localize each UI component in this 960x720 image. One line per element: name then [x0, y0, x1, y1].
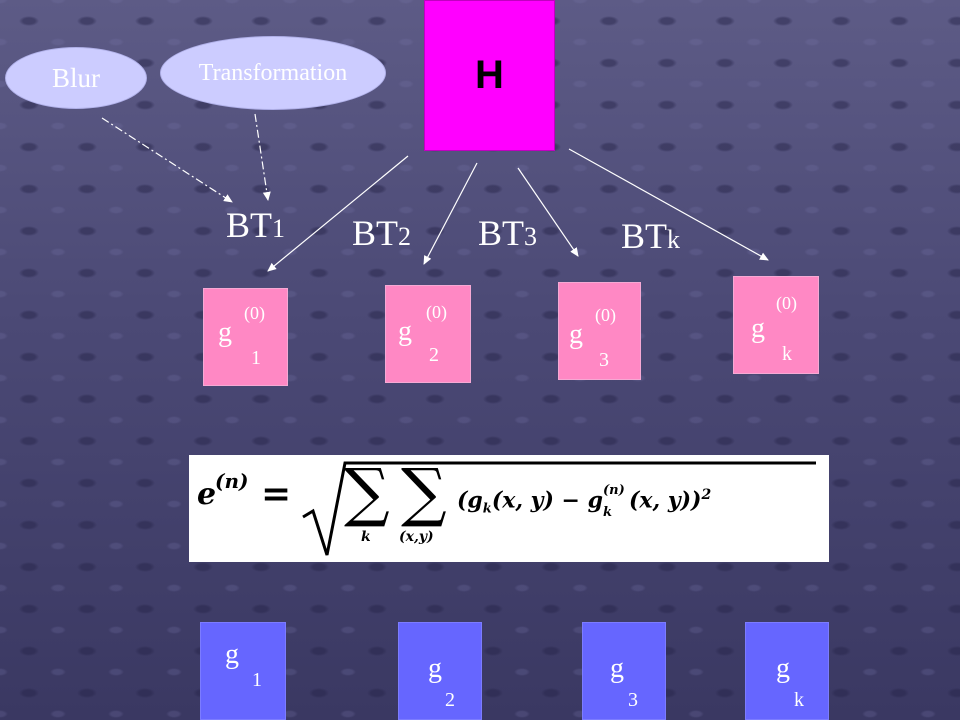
observed-box-2: g 2 [398, 622, 482, 720]
transformation-label: Transformation [198, 59, 348, 86]
formula-body: (gk(x, y) − g(n)k(x, y))2 [457, 483, 712, 521]
bt3-label: BT3 [478, 213, 538, 253]
dashed-arrow-blur [101, 117, 233, 203]
observed-box-k: g k [745, 622, 829, 720]
arrow-h-to-gk [568, 148, 769, 261]
initial-estimate-box-3: (0) g 3 [558, 282, 641, 380]
blur-ellipse: Blur [5, 47, 147, 109]
formula-equals: = [261, 473, 292, 515]
btk-label: BTk [621, 216, 681, 256]
sum-xy-index: (x,y) [399, 529, 434, 545]
arrow-h-to-g2 [423, 162, 478, 265]
arrow-h-to-g1 [267, 155, 409, 272]
formula-lhs-sup: (n) [215, 469, 249, 493]
initial-estimate-box-1: (0) g 1 [203, 288, 288, 386]
formula-lhs: e [197, 477, 217, 512]
sum-k-symbol: ∑ [344, 456, 390, 530]
blur-label: Blur [51, 62, 100, 93]
arrow-h-to-g3 [517, 167, 579, 257]
error-formula: e (n) = ∑ k ∑ (x,y) (gk(x, y) − g(n)k(x,… [189, 455, 829, 562]
sum-xy-symbol: ∑ [401, 456, 447, 530]
h-label: H [475, 53, 504, 97]
bt2-label: BT2 [352, 213, 412, 253]
initial-estimate-box-2: (0) g 2 [385, 285, 471, 383]
observed-box-3: g 3 [582, 622, 666, 720]
initial-estimate-box-k: (0) g k [733, 276, 819, 374]
sum-k-index: k [361, 529, 371, 545]
transformation-ellipse: Transformation [160, 36, 386, 110]
bt1-label: BT1 [226, 205, 286, 245]
radical-sign [302, 461, 816, 556]
h-operator-box: H [424, 0, 555, 151]
observed-box-1: g 1 [200, 622, 286, 720]
dashed-arrow-transformation [254, 113, 271, 201]
